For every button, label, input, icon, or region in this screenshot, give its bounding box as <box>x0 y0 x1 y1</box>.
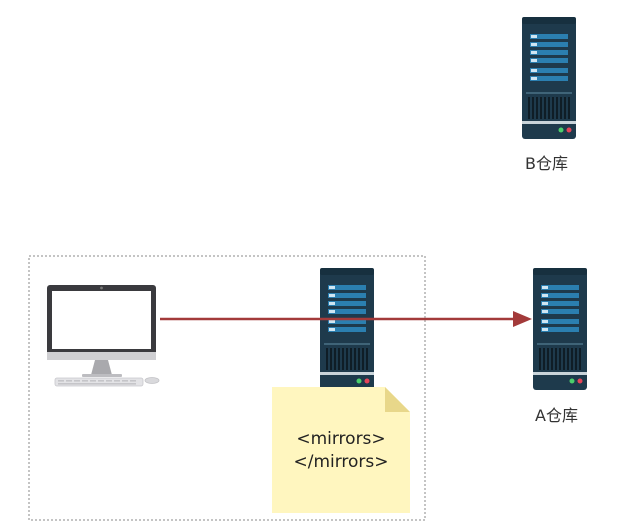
note-line-open-tag: <mirrors> <box>296 429 386 449</box>
desktop-computer-icon[interactable] <box>47 285 160 387</box>
request-arrow <box>160 311 532 327</box>
repo-b-label: B仓库 <box>525 154 568 173</box>
repo-b-server-icon[interactable] <box>522 17 576 139</box>
mirrors-note-text: <mirrors> </mirrors> <box>272 428 410 474</box>
mirror-server-icon[interactable] <box>320 268 374 390</box>
mirrors-note-icon[interactable] <box>272 387 410 513</box>
repo-a-server-icon[interactable] <box>533 268 587 390</box>
note-line-close-tag: </mirrors> <box>293 452 389 472</box>
repo-a-label: A仓库 <box>535 406 578 425</box>
local-network-group <box>28 255 426 521</box>
